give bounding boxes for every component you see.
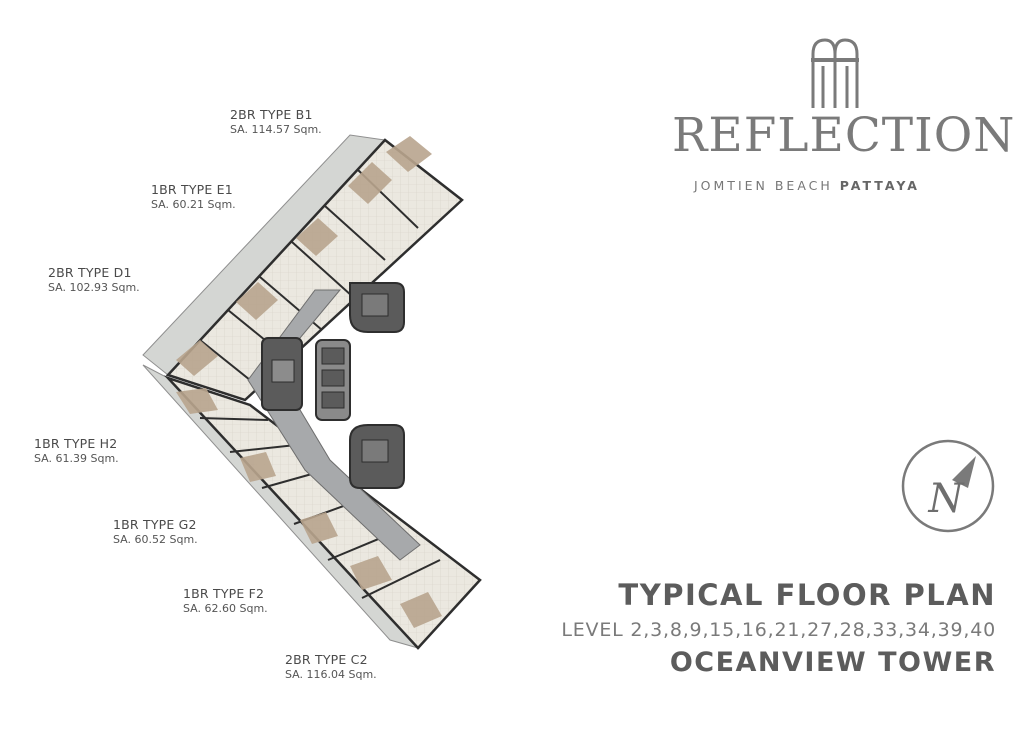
unit-label-f2: 1BR TYPE F2 SA. 62.60 Sqm. xyxy=(183,586,268,617)
brand-location-strong: PATTAYA xyxy=(839,178,920,193)
unit-label-d1: 2BR TYPE D1 SA. 102.93 Sqm. xyxy=(48,265,140,296)
unit-area: SA. 60.52 Sqm. xyxy=(113,533,198,547)
plan-title: TYPICAL FLOOR PLAN xyxy=(618,578,996,612)
unit-area: SA. 114.57 Sqm. xyxy=(230,123,322,137)
upper-wing xyxy=(142,134,464,402)
north-arrow-icon: N xyxy=(901,439,995,533)
unit-area: SA. 60.21 Sqm. xyxy=(151,198,236,212)
unit-area: SA. 116.04 Sqm. xyxy=(285,668,377,682)
unit-label-g2: 1BR TYPE G2 SA. 60.52 Sqm. xyxy=(113,517,198,548)
unit-type: 2BR TYPE C2 xyxy=(285,652,368,667)
unit-label-c2: 2BR TYPE C2 SA. 116.04 Sqm. xyxy=(285,652,377,683)
unit-label-e1: 1BR TYPE E1 SA. 60.21 Sqm. xyxy=(151,182,236,213)
tower-name: OCEANVIEW TOWER xyxy=(669,647,996,678)
unit-area: SA. 102.93 Sqm. xyxy=(48,281,140,295)
brand-logo-icon xyxy=(811,38,859,108)
floor-plan xyxy=(142,134,482,650)
unit-label-h2: 1BR TYPE H2 SA. 61.39 Sqm. xyxy=(34,436,119,467)
unit-type: 2BR TYPE B1 xyxy=(230,107,313,122)
unit-type: 1BR TYPE E1 xyxy=(151,182,233,197)
unit-area: SA. 62.60 Sqm. xyxy=(183,602,268,616)
brand-location: JOMTIEN BEACH PATTAYA xyxy=(694,178,994,193)
plan-levels: LEVEL 2,3,8,9,15,16,21,27,28,33,34,39,40 xyxy=(561,619,996,641)
north-letter: N xyxy=(928,476,966,522)
unit-type: 1BR TYPE H2 xyxy=(34,436,118,451)
unit-type: 1BR TYPE F2 xyxy=(183,586,265,601)
brand-name: REFLECTION xyxy=(672,108,1016,163)
brand-location-light: JOMTIEN BEACH xyxy=(694,178,833,193)
unit-area: SA. 61.39 Sqm. xyxy=(34,452,119,466)
unit-type: 2BR TYPE D1 xyxy=(48,265,132,280)
building-core xyxy=(261,282,405,489)
unit-type: 1BR TYPE G2 xyxy=(113,517,197,532)
unit-label-b1: 2BR TYPE B1 SA. 114.57 Sqm. xyxy=(230,107,322,138)
upper-wing-units xyxy=(165,138,464,402)
